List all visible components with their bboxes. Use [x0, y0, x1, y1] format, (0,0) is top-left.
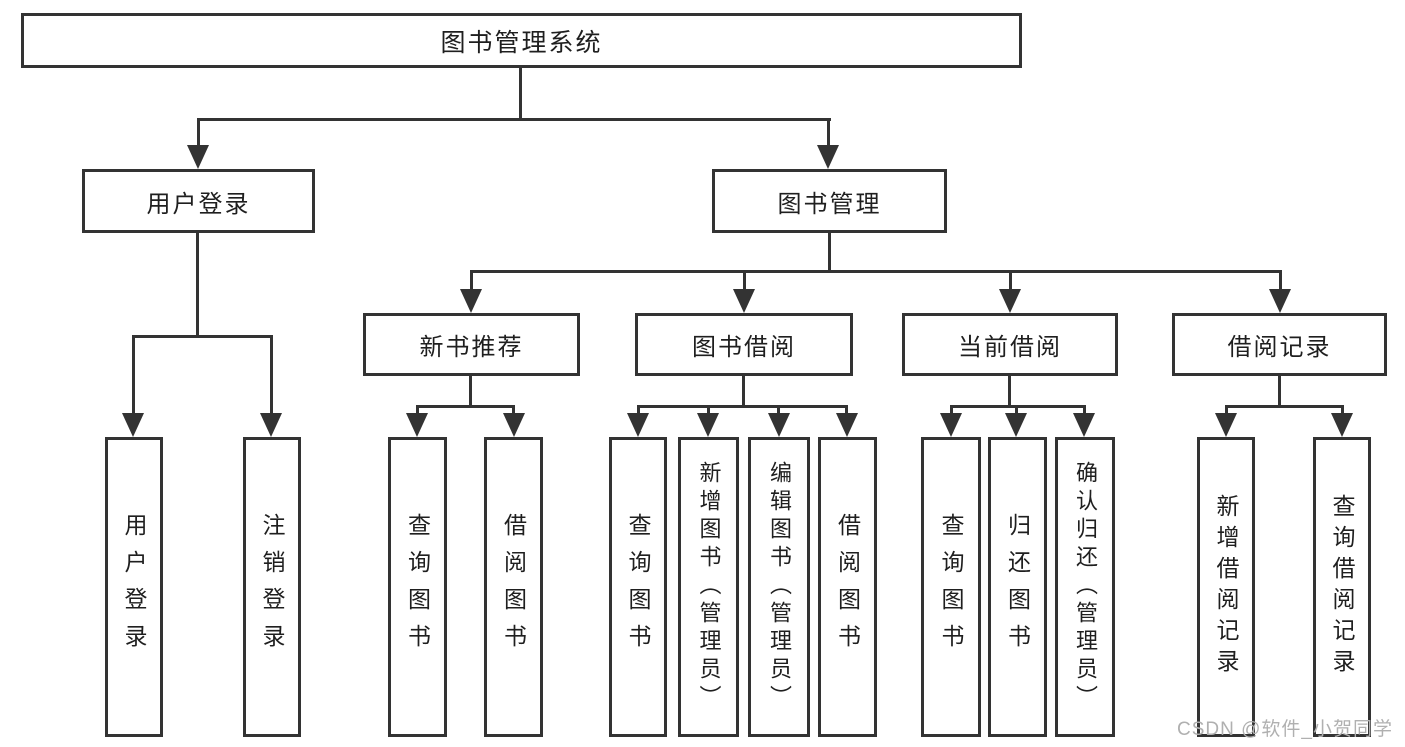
connector-line: [196, 233, 199, 338]
leaf-user-login: 用户登录: [105, 437, 163, 737]
connector-line: [470, 270, 473, 292]
connector-line: [1008, 376, 1011, 408]
node-book-management: 图书管理: [712, 169, 947, 233]
connector-line: [197, 118, 200, 148]
connector-line: [132, 335, 135, 415]
connector-line: [1083, 405, 1086, 417]
arrow-down-icon: [940, 413, 962, 437]
leaf-borrow-books-recommend: 借阅图书: [484, 437, 543, 737]
connector-line: [1225, 405, 1228, 417]
leaf-edit-books-admin: 编辑图书（管理员）: [748, 437, 810, 737]
connector-line: [1279, 270, 1282, 292]
csdn-watermark: CSDN @软件_小贺同学: [1177, 719, 1393, 740]
node-borrow-records: 借阅记录: [1172, 313, 1387, 376]
arrow-down-icon: [627, 413, 649, 437]
node-root-library-system: 图书管理系统: [21, 13, 1022, 68]
arrow-down-icon: [187, 145, 209, 169]
leaf-query-books-current: 查询图书: [921, 437, 981, 737]
leaf-add-books-admin: 新增图书（管理员）: [678, 437, 739, 737]
connector-line: [197, 118, 831, 121]
connector-line: [637, 405, 640, 417]
connector-line: [470, 270, 1282, 273]
arrow-down-icon: [999, 289, 1021, 313]
arrow-down-icon: [768, 413, 790, 437]
arrow-down-icon: [406, 413, 428, 437]
arrow-down-icon: [1269, 289, 1291, 313]
connector-line: [469, 376, 472, 408]
connector-line: [777, 405, 780, 417]
leaf-return-books: 归还图书: [988, 437, 1047, 737]
arrow-down-icon: [697, 413, 719, 437]
connector-line: [1009, 270, 1012, 292]
leaf-confirm-return-admin: 确认归还（管理员）: [1055, 437, 1115, 737]
arrow-down-icon: [836, 413, 858, 437]
connector-line: [1341, 405, 1344, 417]
connector-line: [132, 335, 273, 338]
arrow-down-icon: [460, 289, 482, 313]
arrow-down-icon: [122, 413, 144, 437]
leaf-borrow-books: 借阅图书: [818, 437, 877, 737]
connector-line: [742, 376, 745, 408]
arrow-down-icon: [817, 145, 839, 169]
arrow-down-icon: [260, 413, 282, 437]
arrow-down-icon: [1005, 413, 1027, 437]
leaf-query-borrow-record: 查询借阅记录: [1313, 437, 1371, 737]
connector-line: [845, 405, 848, 417]
node-new-book-recommend: 新书推荐: [363, 313, 580, 376]
leaf-add-borrow-record: 新增借阅记录: [1197, 437, 1255, 737]
leaf-query-books-recommend: 查询图书: [388, 437, 447, 737]
node-user-login: 用户登录: [82, 169, 315, 233]
arrow-down-icon: [1331, 413, 1353, 437]
connector-line: [1225, 405, 1344, 408]
connector-line: [1278, 376, 1281, 408]
connector-line: [743, 270, 746, 292]
node-book-borrow: 图书借阅: [635, 313, 853, 376]
connector-line: [519, 67, 522, 121]
arrow-down-icon: [733, 289, 755, 313]
connector-line: [270, 335, 273, 415]
connector-line: [637, 405, 848, 408]
connector-line: [512, 405, 515, 417]
node-current-borrow: 当前借阅: [902, 313, 1118, 376]
arrow-down-icon: [1073, 413, 1095, 437]
connector-line: [828, 233, 831, 273]
arrow-down-icon: [503, 413, 525, 437]
connector-line: [416, 405, 419, 417]
arrow-down-icon: [1215, 413, 1237, 437]
connector-line: [1015, 405, 1018, 417]
connector-line: [950, 405, 1086, 408]
connector-line: [950, 405, 953, 417]
connector-line: [707, 405, 710, 417]
leaf-query-books-borrow: 查询图书: [609, 437, 667, 737]
connector-line: [827, 118, 830, 148]
leaf-logout: 注销登录: [243, 437, 301, 737]
connector-line: [416, 405, 515, 408]
